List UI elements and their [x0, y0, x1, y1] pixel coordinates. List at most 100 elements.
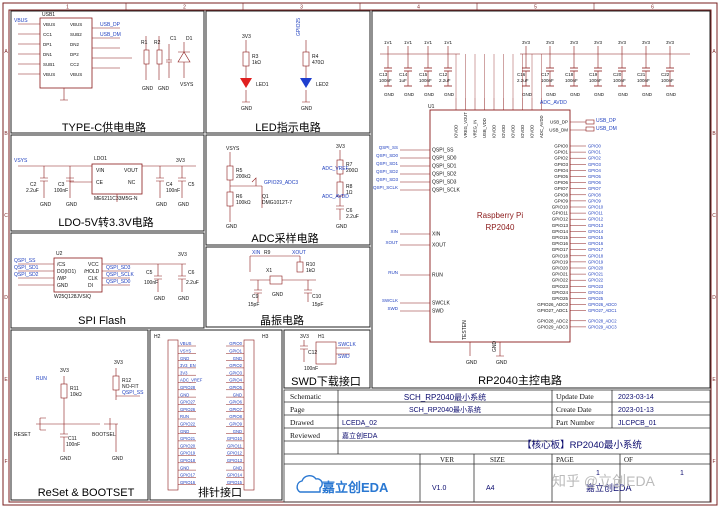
- spi-section-box: [10, 232, 205, 329]
- svg-text:GND: GND: [178, 296, 190, 302]
- usb-pin-label: CC2: [70, 62, 79, 67]
- watermark-text: 知乎 @立创EDA: [552, 473, 656, 489]
- svg-text:DI: DI: [88, 283, 93, 289]
- cap-ref: C21: [637, 72, 646, 77]
- svg-text:C2: C2: [30, 182, 37, 188]
- svg-text:C12: C12: [308, 350, 317, 356]
- cap-ref: C14: [399, 72, 408, 77]
- mcu-net-label: GPIO26_ADC0: [588, 302, 617, 307]
- mcu-top-pin-label: IOVDD: [454, 125, 459, 138]
- svg-text:NC: NC: [128, 180, 136, 186]
- gnd-label: GND: [522, 92, 533, 97]
- mcu-pin-label: GPIO28_ADC2: [537, 318, 568, 323]
- mcu-net-label: RUN: [388, 270, 398, 275]
- led1-red-icon: [240, 78, 252, 88]
- mcu-net-label: SWD: [388, 306, 399, 311]
- svg-text:LED2: LED2: [316, 82, 329, 88]
- mcu-top-pin-label: ADC_AVDD: [539, 116, 544, 139]
- header-h2: [167, 339, 179, 491]
- svg-text:100nF: 100nF: [166, 188, 180, 194]
- mcu-net-label: GPIO11: [588, 211, 603, 216]
- swd-section-box: [283, 329, 371, 389]
- ldo-ref: LDO1: [94, 156, 107, 162]
- header-net-label: GND: [233, 465, 242, 470]
- svg-text:C9: C9: [252, 294, 259, 300]
- of-value: 1: [680, 470, 684, 477]
- usb-pin-label: VBUS: [70, 22, 82, 27]
- mcu-pin-label: GPIO19: [552, 259, 569, 264]
- svg-text:C6: C6: [346, 208, 353, 214]
- svg-text:X1: X1: [266, 268, 272, 274]
- frame-row-label: A: [4, 49, 8, 55]
- cap-ref: C20: [613, 72, 622, 77]
- spi-ref: U2: [56, 251, 63, 257]
- ldo-section-box: [10, 134, 205, 232]
- cap-value: 100nF: [541, 78, 554, 83]
- jlc-logo: 嘉立创EDA: [296, 475, 389, 495]
- svg-text:R3: R3: [252, 54, 259, 60]
- frame-row-label: B: [712, 131, 716, 137]
- mcu-pin-label: SWCLK: [432, 301, 450, 307]
- svg-text:VIN: VIN: [96, 168, 105, 174]
- frame-col-label: 1: [66, 5, 69, 11]
- mcu-pin-label: GPIO22: [552, 278, 569, 283]
- svg-text:1kΩ: 1kΩ: [306, 268, 315, 274]
- svg-text:GND: GND: [156, 202, 168, 208]
- svg-text:10kΩ: 10kΩ: [70, 392, 82, 398]
- schematic-value: SCH_RP2040最小系统: [404, 392, 486, 402]
- size-value: A4: [486, 485, 495, 492]
- header-h2-pins: VBUSVSYSGND3V3_EN3V3ADC_VREFGPIO28GNDGPI…: [178, 341, 203, 485]
- gnd-label: GND: [158, 86, 170, 92]
- cap-value: 100nF: [419, 78, 432, 83]
- mcu-pin-label: USB_DP: [550, 120, 568, 125]
- svg-text:3V3: 3V3: [176, 158, 185, 164]
- cap-ref: C13: [379, 72, 388, 77]
- header-net-label: GPIO11: [227, 443, 242, 448]
- usb-pin-label: DP2: [70, 52, 79, 57]
- reviewed-label: Reviewed: [290, 431, 320, 440]
- page-label: Page: [290, 405, 305, 414]
- mcu-pin-label: QSPI_SD3: [432, 180, 457, 186]
- mcu-net-label: GPIO12: [588, 217, 604, 222]
- led2-blue-icon: [300, 78, 312, 88]
- mcu-pin-label: GPIO7: [554, 186, 568, 191]
- mcu-pin-label: GPIO25: [552, 296, 569, 301]
- usb-pin-label: CC1: [43, 32, 52, 37]
- usb-pin-label: SUB1: [43, 62, 55, 67]
- crystal-section-box: [205, 246, 371, 328]
- mcu-net-label: GPIO28_ADC2: [588, 318, 617, 323]
- usb-pin-label: DP1: [43, 42, 52, 47]
- cap-value: 100nF: [565, 78, 578, 83]
- frame-col-label: 4: [417, 5, 420, 11]
- header-net-label: GPIO28: [180, 385, 196, 390]
- section-title-adc: ADC采样电路: [251, 231, 318, 245]
- gnd-label: GND: [142, 86, 154, 92]
- usb-pin-label: DN2: [70, 42, 79, 47]
- usb-pin-label: VBUS: [43, 72, 55, 77]
- svg-text:SWD: SWD: [338, 354, 350, 360]
- mcu-pin-label: GPIO1: [554, 150, 568, 155]
- svg-text:15pF: 15pF: [248, 302, 259, 308]
- rail-label: 1V1: [384, 40, 393, 45]
- mcu-pin-label: GPIO26_ADC0: [537, 302, 568, 307]
- mcu-pin-label: GPIO12: [552, 217, 569, 222]
- mcu-net-label: GPIO29_ADC3: [588, 324, 617, 329]
- of-label: OF: [624, 456, 633, 464]
- svg-text:3V3: 3V3: [60, 368, 69, 374]
- mcu-pin-label: GPIO21: [552, 272, 569, 277]
- cloud-icon: [296, 475, 323, 493]
- gnd-pin: GND: [492, 341, 498, 353]
- svg-text:Q1: Q1: [262, 194, 269, 200]
- svg-text:QSPI_SD1: QSPI_SD1: [14, 265, 39, 271]
- usb-ref: USB1: [42, 12, 55, 18]
- cap-value: 100nF: [613, 78, 626, 83]
- svg-text:RUN: RUN: [36, 376, 47, 382]
- mcu-net-label: GPIO6: [588, 180, 601, 185]
- mcu-net-label: GPIO3: [588, 162, 601, 167]
- mcu-pin-label: GPIO11: [552, 211, 568, 216]
